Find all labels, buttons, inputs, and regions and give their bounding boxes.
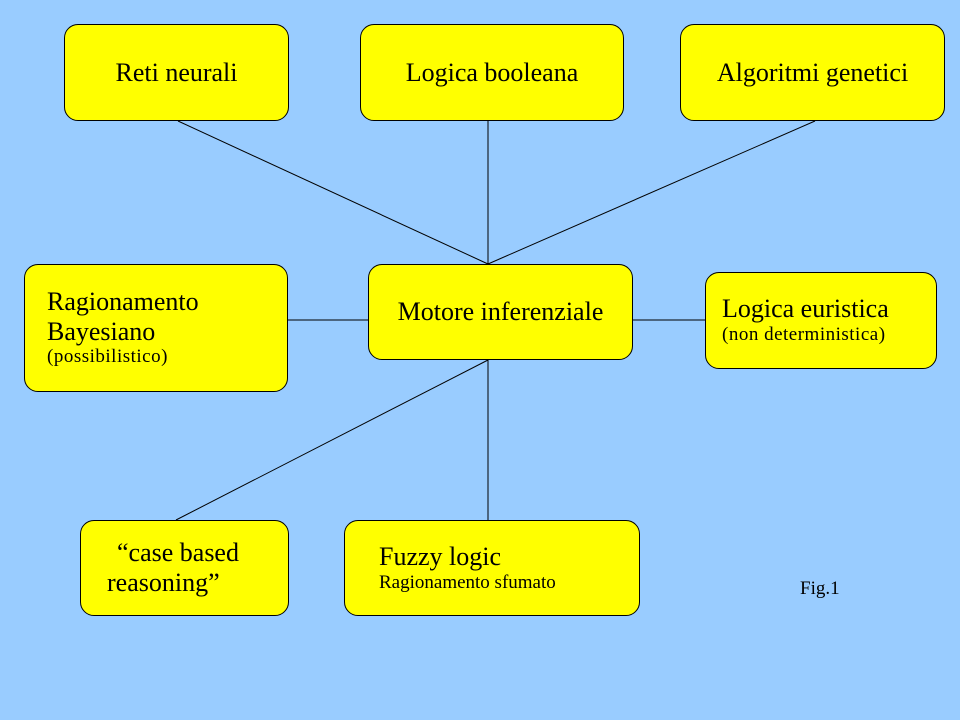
node-case-based-line1: “case based — [117, 538, 239, 568]
node-ragionamento-line1: Ragionamento — [47, 286, 199, 316]
node-fuzzy-logic: Fuzzy logic Ragionamento sfumato — [344, 520, 640, 616]
node-euristica-line2: (non deterministica) — [722, 324, 886, 346]
figure-label: Fig.1 — [800, 578, 840, 599]
node-logica-euristica: Logica euristica (non deterministica) — [705, 272, 937, 369]
line-algoritmi-genetici — [487, 120, 816, 265]
line-reti-neurali — [177, 120, 489, 265]
node-fuzzy-line2: Ragionamento sfumato — [379, 571, 556, 593]
node-reti-neurali: Reti neurali — [64, 24, 289, 121]
node-case-based-reasoning: “case based reasoning” — [80, 520, 289, 616]
node-case-based-line2: reasoning” — [107, 568, 220, 597]
node-motore-inferenziale: Motore inferenziale — [368, 264, 633, 360]
node-euristica-line1: Logica euristica — [722, 294, 889, 324]
node-logica-booleana: Logica booleana — [360, 24, 624, 121]
node-reti-neurali-label: Reti neurali — [115, 57, 238, 87]
node-logica-booleana-label: Logica booleana — [405, 57, 579, 87]
node-motore-label: Motore inferenziale — [397, 297, 604, 327]
line-case-based — [175, 359, 489, 521]
node-algoritmi-genetici-label: Algoritmi genetici — [716, 57, 909, 87]
node-ragionamento-line3: (possibilistico) — [47, 346, 168, 368]
node-ragionamento-line2: Bayesiano — [47, 316, 156, 346]
node-ragionamento-bayesiano: Ragionamento Bayesiano (possibilistico) — [24, 264, 288, 392]
node-algoritmi-genetici: Algoritmi genetici — [680, 24, 945, 121]
node-fuzzy-line1: Fuzzy logic — [379, 541, 502, 571]
